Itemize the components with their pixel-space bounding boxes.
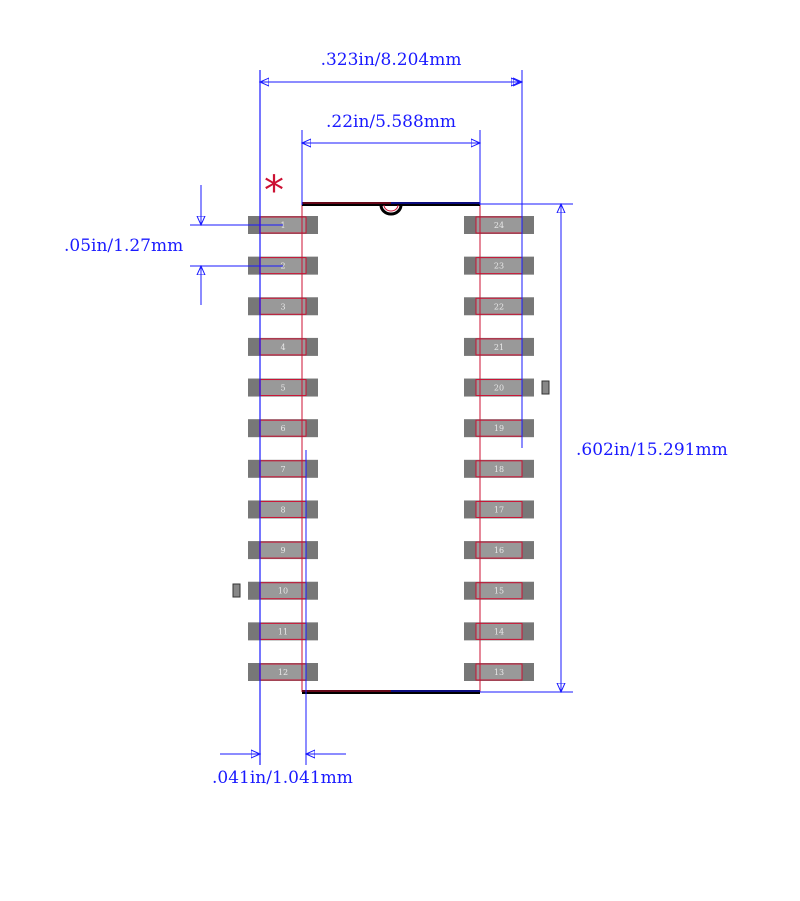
pin-number: 16	[494, 546, 504, 555]
pin-number: 19	[494, 424, 504, 433]
pin-number: 18	[494, 465, 504, 474]
pad-6: 6	[248, 419, 318, 438]
pin-number: 17	[494, 505, 504, 514]
pad-12: 12	[248, 663, 318, 681]
pin-number: 4	[280, 343, 285, 352]
pad-11: 11	[248, 622, 318, 641]
package-body-outline	[301, 202, 481, 694]
pin-number: 23	[494, 262, 504, 271]
pad-17: 17	[464, 500, 534, 519]
pad-19: 19	[464, 419, 534, 438]
pin-number: 15	[494, 587, 504, 596]
pin-number: 8	[280, 505, 285, 514]
body-width-label: .22in/5.588mm	[326, 112, 456, 132]
pad-24: 24	[464, 216, 534, 234]
pad-23: 23	[464, 256, 534, 275]
pad-offset-label: .041in/1.041mm	[212, 768, 353, 788]
pad-21: 21	[464, 337, 534, 356]
pin-number: 14	[494, 627, 504, 636]
pad-18: 18	[464, 459, 534, 478]
pad-14: 14	[464, 622, 534, 641]
pin-number: 9	[280, 546, 285, 555]
overall-length-label: .602in/15.291mm	[576, 440, 728, 460]
pin-number: 22	[494, 302, 504, 311]
pitch-label: .05in/1.27mm	[64, 236, 183, 256]
pin-number: 20	[494, 384, 504, 393]
pad-9: 9	[248, 541, 318, 560]
pin-number: 24	[494, 221, 504, 230]
pin-number: 10	[278, 587, 288, 596]
pad-3: 3	[248, 297, 318, 316]
pad-22: 22	[464, 297, 534, 316]
pad-8: 8	[248, 500, 318, 519]
pad-15: 15	[464, 581, 534, 600]
pin-number: 11	[278, 627, 288, 636]
pad-7: 7	[248, 459, 318, 478]
pin-number: 7	[280, 465, 285, 474]
pad-10: 10	[248, 581, 318, 600]
pin-number: 13	[494, 668, 504, 677]
pad-16: 16	[464, 541, 534, 560]
pin1-marker: *	[264, 168, 284, 214]
pin-number: 3	[280, 302, 285, 311]
pad-4: 4	[248, 337, 318, 356]
dimension-lines	[190, 70, 573, 765]
pad-13: 13	[464, 663, 534, 681]
pin-number: 12	[278, 668, 288, 677]
pad-20: 20	[464, 378, 534, 397]
pin-number: 6	[280, 424, 285, 433]
pad-5: 5	[248, 378, 318, 397]
pin-number: 5	[280, 384, 285, 393]
overall-width-label: .323in/8.204mm	[321, 50, 462, 70]
pin20-marker	[541, 380, 550, 395]
pin-number: 21	[494, 343, 504, 352]
pin10-marker	[232, 583, 241, 598]
